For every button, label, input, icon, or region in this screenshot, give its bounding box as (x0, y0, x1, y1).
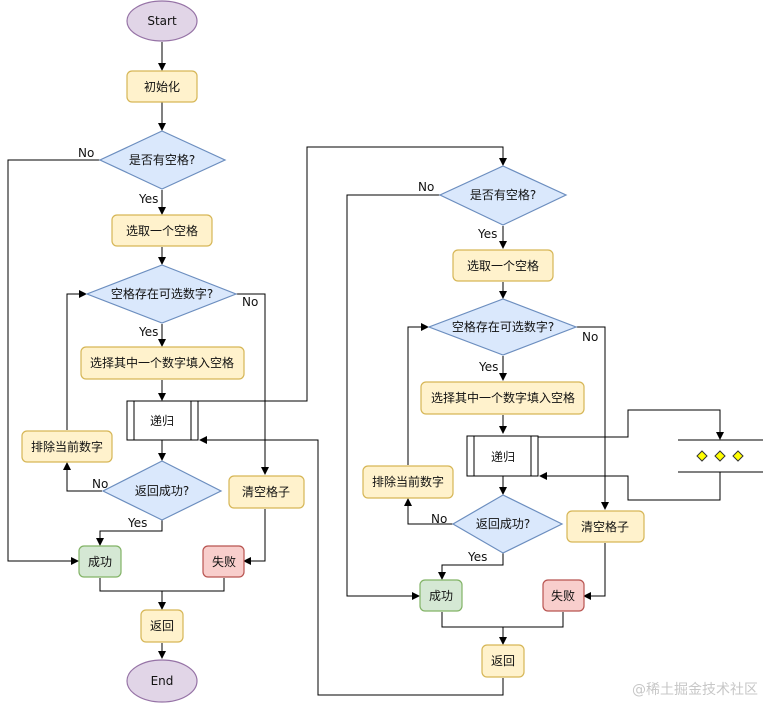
svg-text:返回成功?: 返回成功? (476, 517, 530, 531)
ellipsis-diamond-3 (732, 450, 744, 462)
svg-text:返回: 返回 (491, 654, 515, 668)
svg-text:失败: 失败 (551, 588, 575, 603)
node-fail: 失败 (202, 545, 245, 578)
continuation-block (678, 439, 763, 473)
label-no-3: No (92, 477, 108, 491)
svg-text:成功: 成功 (429, 589, 453, 603)
svg-text:选取一个空格: 选取一个空格 (126, 223, 198, 238)
decision-ok: 返回成功? (101, 460, 223, 521)
svg-text:End: End (151, 674, 174, 688)
label-yes-3: Yes (127, 516, 147, 530)
watermark: @稀土掘金技术社区 (632, 682, 758, 698)
node-r-return: 返回 (481, 644, 525, 678)
ellipsis-diamond-1 (696, 450, 708, 462)
svg-text:Start: Start (147, 14, 177, 28)
node-start: Start (126, 0, 198, 42)
node-return: 返回 (140, 609, 184, 643)
edges-left (7, 42, 507, 659)
node-recurse: 递归 (126, 400, 199, 441)
label-r-no-3: No (431, 512, 447, 526)
label-yes-1: Yes (138, 192, 158, 206)
svg-text:选择其中一个数字填入空格: 选择其中一个数字填入空格 (90, 355, 234, 370)
node-pick-cell: 选取一个空格 (111, 214, 213, 247)
label-r-yes-2: Yes (478, 360, 498, 374)
node-r-pick-cell: 选取一个空格 (452, 249, 554, 282)
svg-text:选择其中一个数字填入空格: 选择其中一个数字填入空格 (431, 390, 575, 405)
svg-text:排除当前数字: 排除当前数字 (31, 439, 103, 454)
node-r-clear-cell: 清空格子 (566, 510, 645, 543)
label-r-yes-1: Yes (477, 227, 497, 241)
label-r-no-1: No (418, 180, 434, 194)
svg-text:递归: 递归 (491, 450, 515, 464)
label-no-1: No (78, 146, 94, 160)
svg-text:空格存在可选数字?: 空格存在可选数字? (452, 319, 554, 334)
node-fill-digit: 选择其中一个数字填入空格 (80, 346, 245, 380)
node-success: 成功 (78, 545, 122, 578)
svg-text:是否有空格?: 是否有空格? (470, 187, 536, 202)
node-clear-cell: 清空格子 (228, 475, 305, 509)
svg-text:返回成功?: 返回成功? (135, 484, 189, 498)
node-init: 初始化 (126, 70, 198, 103)
node-end: End (126, 659, 198, 703)
node-r-remove-digit: 排除当前数字 (362, 465, 454, 499)
edge-labels: No Yes No Yes No Yes No Yes No Yes No Ye… (78, 146, 598, 564)
label-no-2: No (242, 295, 258, 309)
svg-text:选取一个空格: 选取一个空格 (467, 258, 539, 273)
node-r-success: 成功 (419, 579, 463, 612)
decision-has-candidate: 空格存在可选数字? (85, 264, 238, 324)
decision-r-has-empty: 是否有空格? (438, 165, 568, 226)
node-r-fail: 失败 (542, 579, 585, 612)
node-remove-digit: 排除当前数字 (21, 430, 113, 463)
svg-text:清空格子: 清空格子 (581, 519, 629, 534)
decision-r-has-candidate: 空格存在可选数字? (427, 298, 578, 356)
svg-text:排除当前数字: 排除当前数字 (372, 474, 444, 489)
svg-text:失败: 失败 (212, 554, 236, 569)
ellipsis-diamond-2 (714, 450, 726, 462)
node-r-recurse: 递归 (466, 435, 539, 477)
svg-text:初始化: 初始化 (144, 80, 180, 94)
edges-right (199, 194, 724, 696)
svg-text:返回: 返回 (150, 619, 174, 633)
decision-r-ok: 返回成功? (451, 494, 564, 554)
svg-text:是否有空格?: 是否有空格? (129, 152, 195, 167)
svg-text:空格存在可选数字?: 空格存在可选数字? (111, 286, 213, 301)
svg-text:成功: 成功 (88, 555, 112, 569)
label-yes-2: Yes (138, 325, 158, 339)
svg-text:递归: 递归 (150, 414, 174, 428)
node-r-fill-digit: 选择其中一个数字填入空格 (420, 381, 585, 415)
label-r-no-2: No (582, 330, 598, 344)
label-r-yes-3: Yes (467, 550, 487, 564)
decision-has-empty: 是否有空格? (98, 130, 227, 190)
svg-text:清空格子: 清空格子 (242, 484, 290, 499)
